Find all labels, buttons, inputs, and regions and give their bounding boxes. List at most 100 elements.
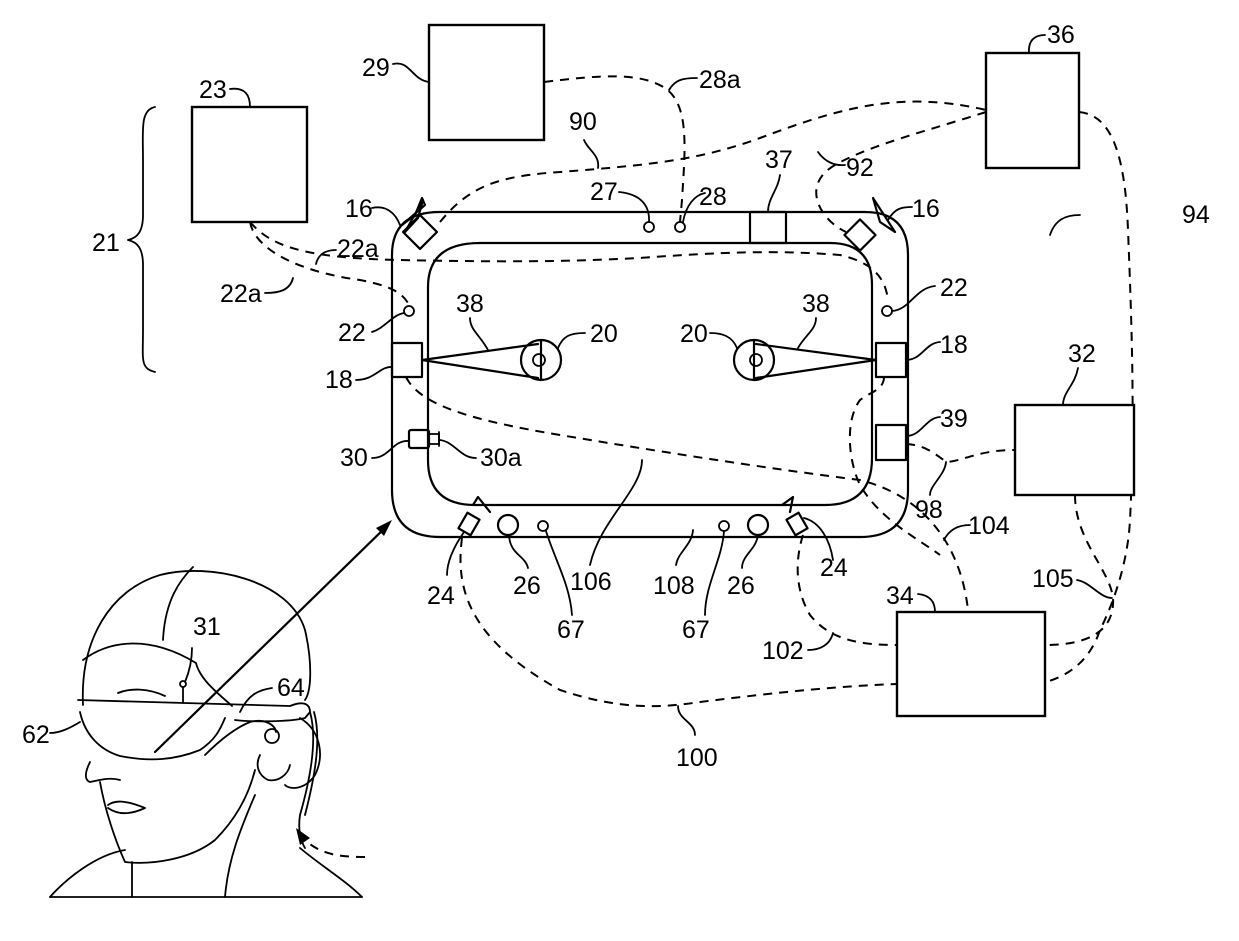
label-90: 90 [569,108,597,136]
leader-90 [584,140,598,168]
leader-37 [768,175,780,212]
mouth [108,802,145,814]
brace-21 [128,107,155,372]
leader-36 [1029,35,1045,53]
label-30: 30 [340,444,368,472]
label-108: 108 [653,572,695,600]
cable-arrow-head-icon [296,828,310,845]
nose [86,762,120,782]
label-29: 29 [362,54,390,82]
leader-105 [1077,580,1112,598]
sensor-22-right [882,306,892,316]
leader-106 [590,460,642,565]
link-102 [798,535,897,645]
leader-22a-upper [316,250,336,264]
face-jaw [100,770,255,863]
leader-102 [808,633,833,650]
link-92 [816,112,986,232]
label-34: 34 [886,582,914,610]
label-104: 104 [968,512,1010,540]
link-94 [1046,112,1133,682]
leader-108 [676,530,693,565]
box-34 [897,612,1045,716]
label-24-left: 24 [427,582,455,610]
link-cable-input [303,838,365,857]
label-39: 39 [940,405,968,433]
leader-22a-lower [265,278,293,293]
connector-37 [750,212,786,243]
leader-32 [1063,368,1078,405]
label-100: 100 [676,744,718,772]
neck-back [225,795,255,897]
box-32 [1015,405,1134,495]
leader-94 [1050,215,1080,235]
label-105: 105 [1032,565,1074,593]
label-20-right: 20 [680,320,708,348]
headband [78,700,310,721]
label-67-left: 67 [557,616,585,644]
speaker-26-right [748,515,768,535]
leader-34 [918,594,935,612]
shoulder-left [50,850,125,897]
link-98 [906,444,1015,462]
label-102: 102 [762,637,804,665]
user-head-illustration: 31 62 64 [22,567,362,897]
label-28a: 28a [699,66,741,94]
hair-back [285,718,320,788]
label-36: 36 [1047,21,1075,49]
leader-22-right [892,286,935,311]
label-16-right: 16 [912,195,940,223]
hair-part [163,567,193,640]
label-37: 37 [765,146,793,174]
leader-27 [619,192,649,222]
label-106: 106 [570,568,612,596]
label-32: 32 [1068,340,1096,368]
earpiece [265,729,279,743]
label-24-right: 24 [820,554,848,582]
label-26-right: 26 [727,572,755,600]
box-23 [192,107,307,222]
leader-38-left [470,318,488,350]
mic-67-right [719,521,729,531]
leader-64 [240,688,272,712]
label-26-left: 26 [513,572,541,600]
leader-16-left [372,207,400,225]
speaker-26-left [498,515,518,535]
leader-26-left [509,535,528,568]
arrow-line-user-to-hmd [155,525,388,752]
leader-30a [440,440,476,458]
label-98: 98 [915,496,943,524]
label-22-left: 22 [338,319,366,347]
leader-98 [930,462,946,495]
sensor-28 [675,222,685,232]
module-39 [876,425,906,460]
sensor-22-left [404,306,414,316]
leader-92 [818,152,845,165]
camera-24-left [458,513,479,536]
leader-67-left [546,531,572,615]
leader-20-left [558,333,585,348]
label-18-left: 18 [325,366,353,394]
leader-67-right [705,531,724,615]
link-22a-lower [250,222,408,303]
leader-30 [372,441,409,458]
label-94: 94 [1182,201,1210,229]
leader-39 [906,417,940,436]
label-21: 21 [92,229,120,257]
leader-100 [678,706,695,735]
leader-38-right [798,318,816,348]
label-18-right: 18 [940,331,968,359]
label-64: 64 [277,674,305,702]
leader-29 [393,63,429,82]
leader-31 [185,648,192,682]
leader-26-right [742,535,758,568]
leader-18-right [906,342,940,360]
projector-18-left [392,343,422,377]
label-20-left: 20 [590,320,618,348]
plug-30a [429,434,439,444]
pupil-20-right [750,354,762,366]
sensor-27 [644,222,654,232]
leader-28a [669,78,697,90]
label-22a-upper: 22a [337,235,379,263]
pupil-20-left [533,354,545,366]
